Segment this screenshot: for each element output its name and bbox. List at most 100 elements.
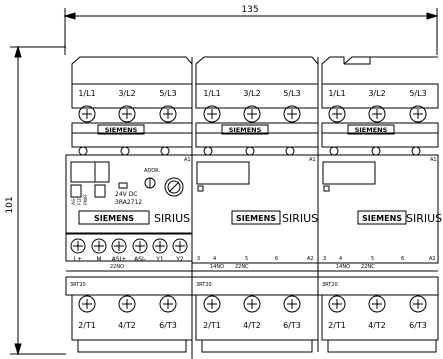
width-dimension-label: 135 <box>241 5 258 15</box>
terminal-screw-icon <box>328 105 346 123</box>
brand-label: SIEMENS <box>362 214 402 223</box>
indicator-window <box>323 185 330 192</box>
module-1: 1/L1 3/L2 5/L3 SIEMENS A1 AS-i FLT PWR 2… <box>65 56 193 353</box>
terminal-screw-icon <box>203 295 221 313</box>
small-number: 4 <box>213 256 216 262</box>
terminal-screw-icon <box>203 105 221 123</box>
terminal-label-top: 1/L1 <box>328 89 345 98</box>
terminal-screw-icon <box>243 295 261 313</box>
device-label: 3RT20 <box>196 282 212 288</box>
address-button-icon[interactable] <box>144 177 156 189</box>
device-label: 3RT20 <box>322 282 338 288</box>
small-number: 5 <box>371 256 374 262</box>
terminal-screw-icon <box>283 105 301 123</box>
led-label: PWR <box>83 195 89 205</box>
terminal-screw-icon <box>91 238 107 254</box>
terminal-screw-icon <box>243 105 261 123</box>
terminal-screw-icon <box>111 238 127 254</box>
label-window <box>70 161 110 183</box>
brand-plate <box>78 210 150 225</box>
height-dimension: 101 <box>5 45 66 356</box>
brand-label-top: SIEMENS <box>229 126 262 134</box>
module-3: 1/L1 3/L2 5/L3 SIEMENS A1 SIEMENS SIRIUS… <box>317 56 442 353</box>
terminal-screw-icon <box>409 295 427 313</box>
terminal-label-top: 3/L2 <box>368 89 385 98</box>
module-2: 1/L1 3/L2 5/L3 SIEMENS A1 SIEMENS SIRIUS… <box>191 56 319 353</box>
brand-plate <box>221 124 269 135</box>
label-window <box>196 161 250 185</box>
small-number: 6 <box>401 256 404 262</box>
small-number: 6 <box>275 256 278 262</box>
terminal-screw-icon <box>118 105 136 123</box>
brand-label: SIEMENS <box>94 214 134 223</box>
screw-label: ASI+ <box>112 256 127 263</box>
terminal-label-bottom: 2/T1 <box>203 321 221 330</box>
terminal-screw-icon <box>78 295 96 313</box>
terminal-label-bottom: 2/T1 <box>78 321 96 330</box>
screw-label: Y1 <box>155 256 164 263</box>
marker-a1: A1 <box>430 157 437 163</box>
terminal-label-top: 1/L1 <box>203 89 220 98</box>
indicator-window <box>197 185 204 192</box>
small-label: 22NC <box>361 264 375 270</box>
part-number: 3RA2712 <box>115 199 142 206</box>
indicator-window <box>70 184 82 198</box>
brand-plate <box>97 124 145 135</box>
terminal-screw-icon <box>159 105 177 123</box>
screw-label: Y2 <box>175 256 184 263</box>
terminal-screw-icon <box>159 295 177 313</box>
device-label: 3RT20 <box>70 282 86 288</box>
marker-a2: A2 <box>307 256 314 262</box>
terminal-screw-icon <box>368 295 386 313</box>
series-label: SIRIUS <box>282 212 318 225</box>
marker-a1: A1 <box>184 157 191 163</box>
led-label: FLT <box>77 198 83 205</box>
height-dimension-label: 101 <box>5 196 15 213</box>
brand-plate <box>357 210 407 225</box>
small-label: 22NC <box>235 264 249 270</box>
terminal-screw-icon <box>172 238 188 254</box>
marker-a1: A1 <box>309 157 316 163</box>
addr-label: ADDR. <box>144 168 160 174</box>
terminal-label-bottom: 4/T2 <box>118 321 136 330</box>
terminal-screw-icon <box>283 295 301 313</box>
terminal-label-top: 5/L3 <box>159 89 176 98</box>
terminal-label-top: 1/L1 <box>78 89 95 98</box>
terminal-screw-icon <box>328 295 346 313</box>
marker-a2: A2 <box>429 256 436 262</box>
terminal-label-bottom: 6/T3 <box>159 321 177 330</box>
small-number: 3 <box>197 256 200 262</box>
led-label: AS-i <box>71 196 77 205</box>
small-label: 22NO <box>110 264 124 270</box>
screw-label: ASI- <box>134 256 146 263</box>
terminal-screw-icon <box>132 238 148 254</box>
terminal-screw-icon <box>368 105 386 123</box>
terminal-label-bottom: 2/T1 <box>328 321 346 330</box>
brand-label: SIEMENS <box>236 214 276 223</box>
series-label: SIRIUS <box>154 212 190 225</box>
terminal-label-top: 3/L2 <box>243 89 260 98</box>
label-window <box>322 161 376 185</box>
small-number: 3 <box>323 256 326 262</box>
small-number: 5 <box>245 256 248 262</box>
brand-plate <box>347 124 395 135</box>
indicator-window <box>94 184 106 198</box>
small-label: 14NO <box>210 264 224 270</box>
terminal-label-bottom: 6/T3 <box>283 321 301 330</box>
rotary-dial-icon[interactable] <box>164 177 184 197</box>
terminal-screw-icon <box>78 105 96 123</box>
terminal-label-bottom: 6/T3 <box>409 321 427 330</box>
terminal-screw-icon <box>152 238 168 254</box>
terminal-label-bottom: 4/T2 <box>243 321 261 330</box>
terminal-label-top: 5/L3 <box>283 89 300 98</box>
terminal-screw-icon <box>70 238 86 254</box>
width-dimension: 135 <box>63 5 439 55</box>
screw-label: L+ <box>74 256 82 263</box>
series-label: SIRIUS <box>406 212 442 225</box>
brand-label-top: SIEMENS <box>105 126 138 134</box>
terminal-label-top: 3/L2 <box>118 89 135 98</box>
small-number: 4 <box>339 256 342 262</box>
brand-label-top: SIEMENS <box>355 126 388 134</box>
terminal-label-top: 5/L3 <box>409 89 426 98</box>
